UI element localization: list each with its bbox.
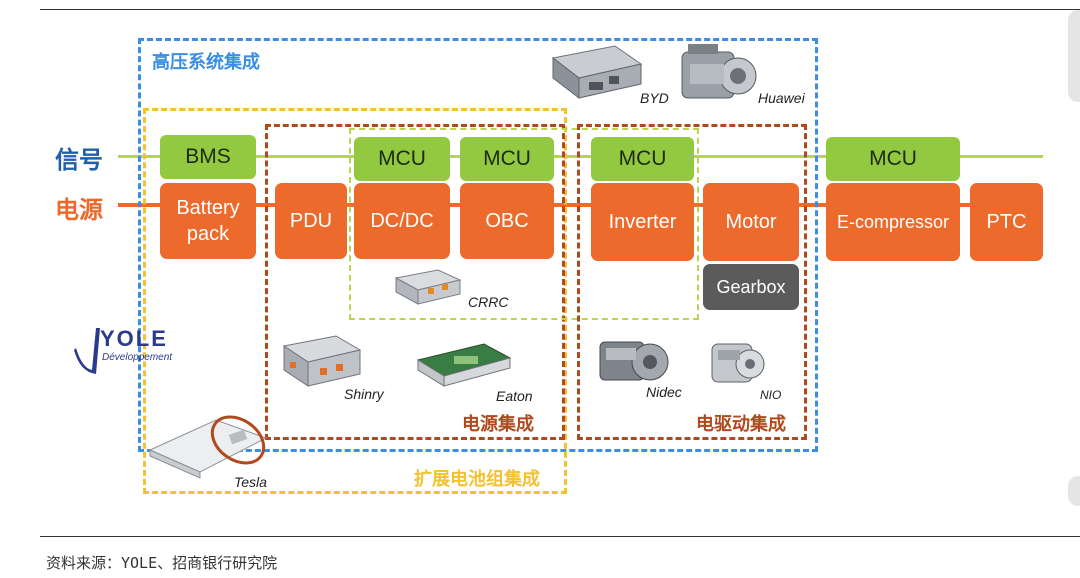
source-footer: 资料来源：YOLE、招商银行研究院 xyxy=(46,554,278,572)
eaton-product-image xyxy=(416,343,512,387)
power-label: 电源 xyxy=(55,196,103,224)
obc-box: OBC xyxy=(460,183,554,259)
mcu-box-ecompressor: MCU xyxy=(826,137,960,181)
nidec-product-image xyxy=(599,341,669,381)
nio-product-image xyxy=(711,343,765,383)
battery-pack-box: Battery pack xyxy=(160,183,256,259)
power-integration-label: 电源集成 xyxy=(462,414,534,435)
dcdc-box: DC/DC xyxy=(354,183,450,259)
electric-drive-label: 电驱动集成 xyxy=(696,414,786,435)
right-scroll-tab-bottom[interactable] xyxy=(1068,476,1080,506)
byd-label: BYD xyxy=(640,90,669,106)
nio-label: NIO xyxy=(760,388,782,402)
right-scroll-tab-top[interactable] xyxy=(1068,10,1080,102)
signal-label: 信号 xyxy=(55,146,103,174)
tesla-label: Tesla xyxy=(234,474,267,490)
top-rule xyxy=(40,9,1080,10)
mcu-box-dcdc: MCU xyxy=(354,137,450,181)
tesla-product-image xyxy=(148,415,268,479)
ecompressor-box: E-compressor xyxy=(826,183,960,261)
inverter-box: Inverter xyxy=(591,183,694,261)
yole-logo-sub: Développement xyxy=(102,352,173,363)
yole-logo-text: YOLE xyxy=(100,326,168,351)
high-voltage-label: 高压系统集成 xyxy=(152,52,260,73)
mcu-integration-region xyxy=(349,128,699,320)
eaton-label: Eaton xyxy=(496,388,533,404)
shinry-product-image xyxy=(282,335,362,387)
huawei-product-image xyxy=(681,44,757,99)
nidec-label: Nidec xyxy=(646,384,682,400)
yole-logo-mark xyxy=(74,328,100,374)
mcu-box-inverter: MCU xyxy=(591,137,694,181)
footer-rule xyxy=(40,536,1080,537)
high-voltage-region xyxy=(138,38,818,452)
electric-drive-region xyxy=(577,124,807,440)
mcu-box-obc: MCU xyxy=(460,137,554,181)
extended-battery-label: 扩展电池组集成 xyxy=(414,469,540,490)
yole-logo: YOLE Développement xyxy=(72,322,192,378)
power-integration-region xyxy=(265,124,565,440)
ptc-box: PTC xyxy=(970,183,1043,261)
crrc-product-image xyxy=(394,269,462,305)
pdu-box: PDU xyxy=(275,183,347,259)
signal-line xyxy=(118,155,1043,158)
bms-box: BMS xyxy=(160,135,256,179)
extended-battery-region xyxy=(143,108,567,494)
byd-product-image xyxy=(551,45,643,100)
huawei-label: Huawei xyxy=(758,90,805,106)
crrc-label: CRRC xyxy=(468,294,509,310)
gearbox-box: Gearbox xyxy=(703,264,799,310)
shinry-label: Shinry xyxy=(344,386,384,402)
motor-box: Motor xyxy=(703,183,799,261)
power-line xyxy=(118,203,1043,207)
